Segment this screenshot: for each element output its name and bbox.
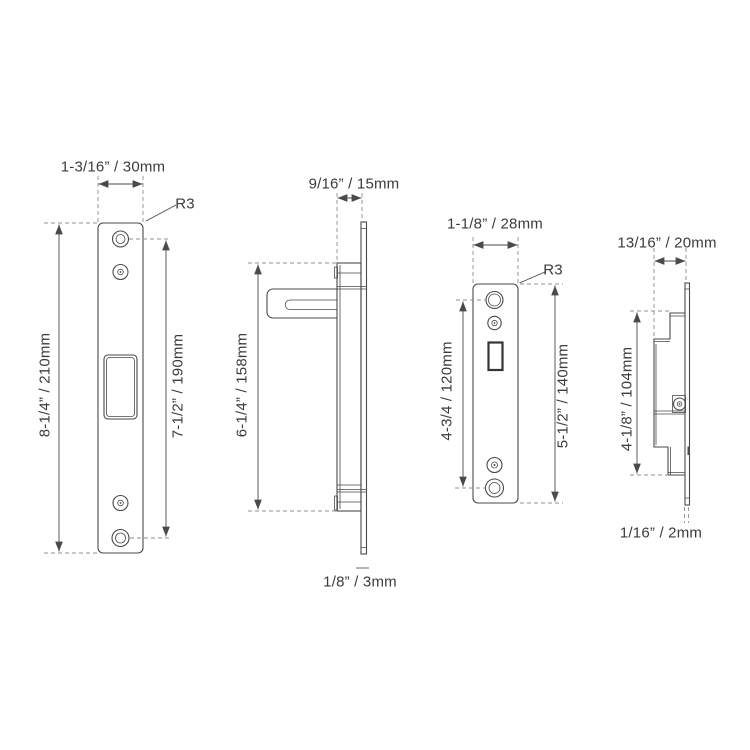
extension-line <box>44 176 171 554</box>
extension-line <box>248 193 363 512</box>
dim-label-thickness-side-small: 1/16” / 2mm <box>619 524 703 542</box>
radius-label-front-large: R3 <box>175 195 195 213</box>
plate-outline <box>472 283 519 504</box>
housing-profile <box>653 312 685 476</box>
extension-line <box>455 237 563 504</box>
deadbolt-cutout <box>487 341 504 372</box>
latch-cutout <box>103 354 138 420</box>
front-view-large <box>44 176 177 554</box>
dim-label-depth-side-large: 9/16” / 15mm <box>308 175 400 193</box>
plate-outline <box>97 222 144 554</box>
radius-leader <box>145 204 177 222</box>
dim-label-height-front-large: 8-1/4” / 210mm <box>36 332 54 438</box>
dim-label-height-side-large: 6-1/4” / 158mm <box>233 332 251 438</box>
housing-detail-lines <box>337 265 366 509</box>
dim-label-height-side-small: 4-1/8” / 104mm <box>618 346 636 452</box>
screw-hole <box>111 528 130 548</box>
screw-hole <box>111 230 130 248</box>
housing-profile <box>336 262 362 512</box>
mount-tab <box>334 266 338 279</box>
adjustment-screw <box>672 395 687 413</box>
faceplate-profile <box>360 221 368 555</box>
housing-detail-lines <box>654 315 685 475</box>
latch-hook-profile <box>266 288 337 319</box>
dim-label-height-front-small: 5-1/2” / 140mm <box>554 343 572 449</box>
faceplate-caps <box>685 288 690 499</box>
dim-label-thickness-side-large: 1/8” / 3mm <box>323 573 397 591</box>
side-view-large <box>248 193 369 569</box>
dim-label-holes-front-large: 7-1/2” / 190mm <box>169 333 187 439</box>
screw-hole <box>485 290 504 310</box>
front-view-small <box>455 237 563 504</box>
screw-hole <box>112 263 129 281</box>
dim-label-width-front-small: 1-1/8” / 28mm <box>447 215 543 233</box>
faceplate-profile <box>684 282 691 506</box>
dim-label-holes-front-small: 4-3/4 / 120mm <box>438 341 456 441</box>
extension-line <box>630 248 689 523</box>
side-view-small <box>630 248 691 523</box>
screw-hole <box>486 456 503 474</box>
screw-hole <box>112 494 129 512</box>
faceplate-caps <box>361 228 367 548</box>
retainer-clip <box>687 446 690 455</box>
dim-label-width-front-large: 1-3/16” / 30mm <box>60 158 166 176</box>
mount-tab <box>334 495 338 511</box>
dim-label-depth-side-small: 13/16” / 20mm <box>617 234 717 252</box>
screw-hole <box>487 315 502 331</box>
radius-label-front-small: R3 <box>543 261 563 279</box>
radius-leader <box>519 271 546 284</box>
screw-hole <box>484 478 505 498</box>
